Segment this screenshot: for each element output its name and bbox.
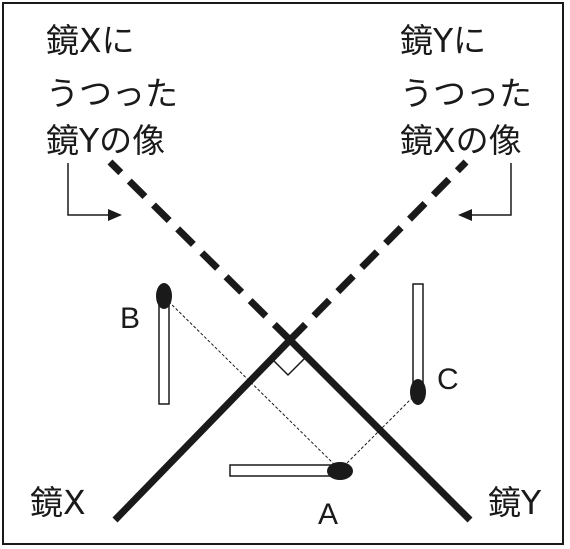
right-caption-line3: 鏡Xの像 (400, 121, 522, 160)
point-b-label: B (120, 302, 141, 335)
left-arrowhead (108, 209, 122, 221)
point-a-label: A (318, 498, 339, 531)
right-caption-arrow (470, 163, 512, 216)
left-caption-line1: 鏡Xに (46, 21, 135, 60)
right-caption-line1: 鏡Yに (400, 21, 487, 60)
right-caption-line2: うつった (400, 74, 532, 113)
left-caption-arrow (67, 163, 110, 216)
object-c-bar (412, 283, 424, 393)
right-angle-marker (270, 357, 306, 377)
object-b-bar (158, 295, 170, 405)
ray-path-b-to-a (164, 297, 341, 471)
object-a-head (327, 462, 353, 480)
point-c-label: C (437, 363, 459, 396)
mirror-x-image-dashed (287, 159, 469, 343)
right-arrowhead (458, 209, 472, 221)
mirror-x-line (112, 337, 293, 523)
object-c-head (410, 379, 426, 405)
object-a-bar (229, 464, 341, 477)
mirror-x-label: 鏡X (30, 483, 86, 522)
left-caption-line2: うつった (46, 74, 178, 113)
diagram-frame (2, 2, 564, 545)
mirror-y-label: 鏡Y (488, 483, 542, 522)
mirror-y-image-dashed (107, 159, 293, 343)
object-b-head (156, 283, 172, 309)
ray-path-a-to-c (339, 391, 419, 471)
left-caption-line3: 鏡Yの像 (46, 121, 166, 160)
